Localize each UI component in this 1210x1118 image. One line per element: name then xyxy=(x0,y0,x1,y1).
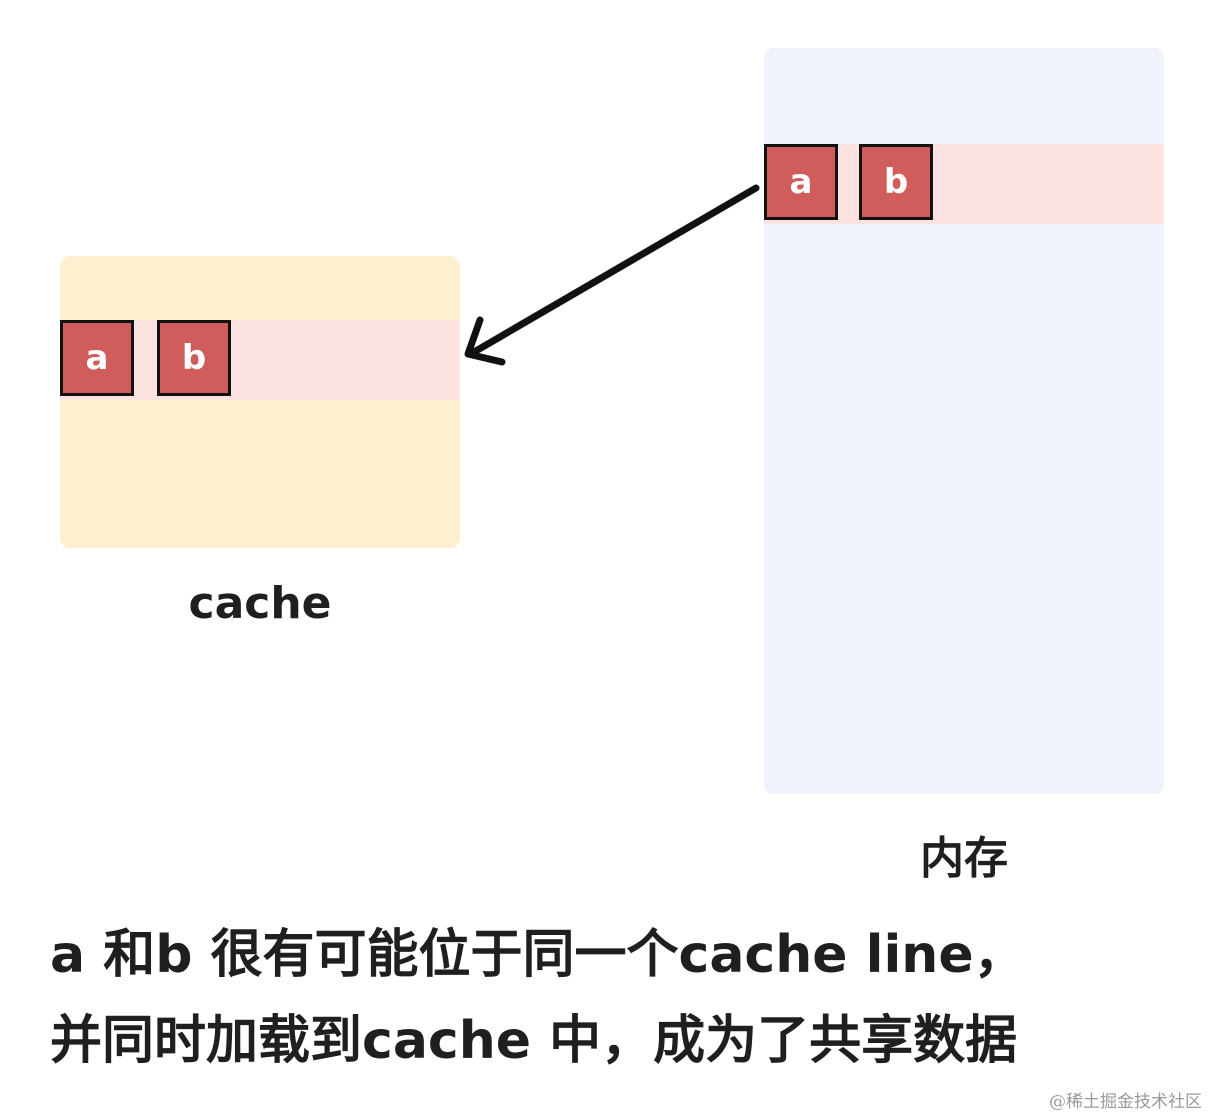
caption-line-2: 并同时加载到cache 中，成为了共享数据 xyxy=(50,1011,1018,1071)
memory-cell-b: b xyxy=(859,144,933,220)
cache-cell-b: b xyxy=(157,320,231,396)
memory-label: 内存 xyxy=(920,833,1008,884)
memory-cell-a: a xyxy=(764,144,838,220)
caption-line-1: a 和b 很有可能位于同一个cache line， xyxy=(50,925,1026,985)
arrow-head xyxy=(464,316,506,366)
cache-panel xyxy=(60,256,460,548)
arrow-shaft xyxy=(470,184,760,356)
cache-label: cache xyxy=(188,578,332,629)
cache-cell-a: a xyxy=(60,320,134,396)
watermark: @稀土掘金技术社区 xyxy=(1049,1092,1202,1112)
